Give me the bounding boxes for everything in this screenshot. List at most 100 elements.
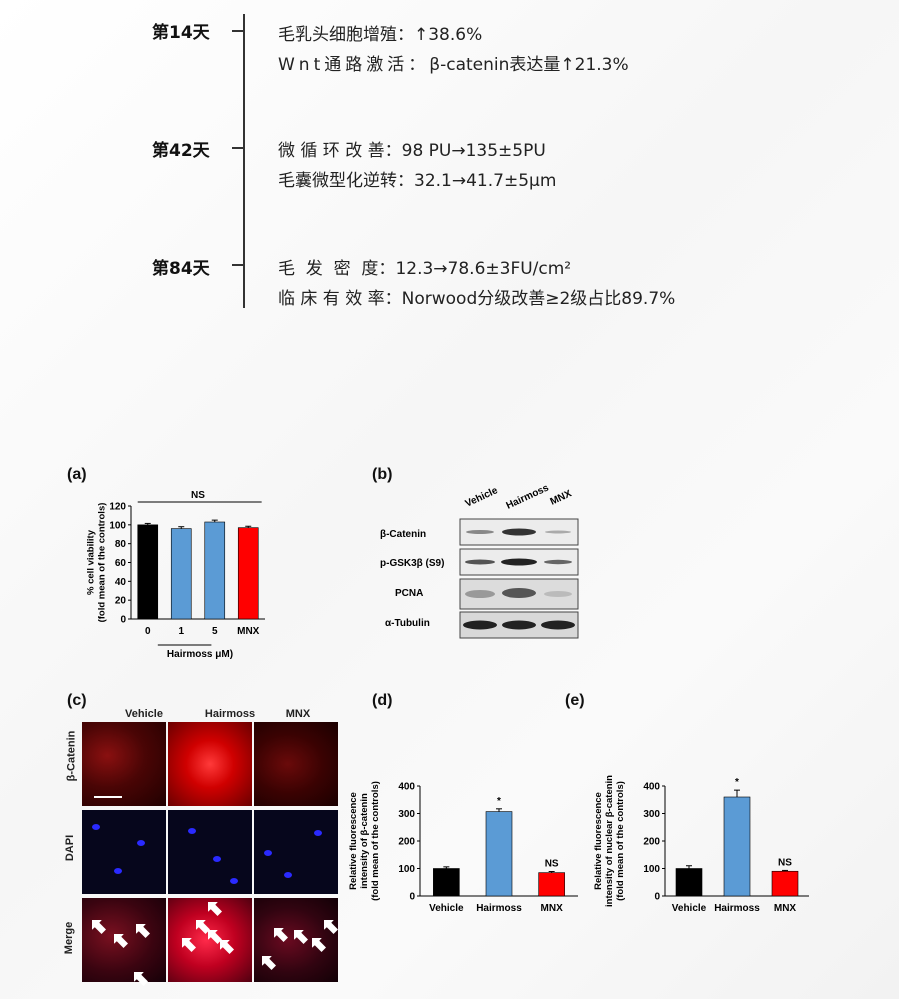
blot-row-b-catenin xyxy=(459,518,579,546)
panel-label-d: (d) xyxy=(372,692,393,709)
x-tick-label: MNX xyxy=(774,903,797,914)
y-tick-label: 80 xyxy=(115,539,127,550)
timeline-item: 临 床 有 效 率：Norwood分级改善≥2级占比89.7% xyxy=(278,284,675,309)
blot-row-pcna xyxy=(459,578,579,610)
bar xyxy=(723,796,751,897)
x-tick-label: 5 xyxy=(212,626,218,637)
bar xyxy=(485,811,513,897)
blot-row-p-gsk3b xyxy=(459,548,579,576)
micro-image-vehicle-merge xyxy=(82,898,166,986)
panel-label-b: (b) xyxy=(372,466,393,483)
timeline-item-label: 微 循 环 改 善： xyxy=(278,141,402,161)
panel-label-c: (c) xyxy=(67,692,87,709)
y-tick-label: 100 xyxy=(109,520,126,531)
ns-label: NS xyxy=(191,490,205,501)
timeline-item-value: ↑38.6% xyxy=(414,25,483,45)
y-axis-title: Relative fluorescenceintensity of β-cate… xyxy=(348,781,381,901)
timeline-item-value: 32.1→41.7±5μm xyxy=(414,171,557,191)
arrow-icon xyxy=(324,920,338,934)
scale-bar xyxy=(94,796,122,798)
blot-row-label: p-GSK3β (S9) xyxy=(380,558,444,569)
bar xyxy=(237,527,259,620)
panel-label-a: (a) xyxy=(67,466,87,483)
lane-label: Hairmoss xyxy=(505,482,551,511)
x-tick-label: Vehicle xyxy=(429,903,464,914)
micro-col-label: MNX xyxy=(285,708,311,720)
timeline-item-value: 12.3→78.6±3FU/cm² xyxy=(395,259,572,279)
arrow-icon xyxy=(196,920,210,934)
timeline-item-label: Wnt通路激活： xyxy=(278,55,430,75)
timeline-day-3: 第84天 xyxy=(152,259,210,279)
micro-row-label: β-Catenin xyxy=(65,730,78,782)
bar xyxy=(538,872,565,897)
x-tick-label: Hairmoss xyxy=(476,903,522,914)
timeline-item: Wnt通路激活：β-catenin表达量↑21.3% xyxy=(278,50,629,75)
significance-label: * xyxy=(735,777,739,788)
blot-row-tubulin xyxy=(459,611,579,639)
bar xyxy=(137,524,159,620)
micro-image-vehicle-catenin xyxy=(82,722,166,806)
timeline-day-2: 第42天 xyxy=(152,141,210,161)
y-tick-label: 0 xyxy=(409,892,415,903)
x-tick-label: MNX xyxy=(541,903,564,914)
y-axis-title: Relative fluorescenceintensity of nuclea… xyxy=(593,775,626,907)
micro-col-label: Hairmoss xyxy=(204,708,256,720)
arrow-icon xyxy=(312,938,326,952)
micro-col-label: Vehicle xyxy=(125,708,163,720)
y-tick-label: 400 xyxy=(643,782,660,793)
timeline-item-value: 98 PU→135±5PU xyxy=(401,141,546,161)
arrow-icon xyxy=(294,930,308,944)
arrow-icon xyxy=(92,920,106,934)
micro-image-hairmoss-dapi xyxy=(168,810,252,894)
x-tick-label: 1 xyxy=(178,626,184,637)
blot-row-label: β-Catenin xyxy=(380,529,426,540)
arrow-icon xyxy=(262,956,276,970)
timeline-tick-2 xyxy=(232,147,243,149)
y-tick-label: 40 xyxy=(115,577,127,588)
timeline-item: 毛囊微型化逆转：32.1→41.7±5μm xyxy=(278,166,556,191)
y-tick-label: 200 xyxy=(398,837,415,848)
micro-image-mnx-dapi xyxy=(254,810,338,894)
y-tick-label: 0 xyxy=(120,615,126,626)
lane-label: Vehicle xyxy=(464,485,500,510)
timeline-tick-1 xyxy=(232,30,243,32)
arrow-icon xyxy=(134,972,148,986)
bar xyxy=(675,868,703,897)
x-axis-title: Hairmoss μM) xyxy=(167,649,233,660)
significance-label: NS xyxy=(545,859,559,870)
timeline-item: 毛 发 密 度：12.3→78.6±3FU/cm² xyxy=(278,254,571,279)
timeline-tick-3 xyxy=(232,264,243,266)
y-tick-label: 400 xyxy=(398,782,415,793)
micro-image-vehicle-dapi xyxy=(82,810,166,894)
arrow-icon xyxy=(274,928,288,942)
timeline-item-label: 毛囊微型化逆转： xyxy=(278,171,414,191)
bar xyxy=(204,521,226,620)
bar xyxy=(170,528,192,620)
bar xyxy=(433,868,460,897)
arrow-icon xyxy=(208,902,222,916)
arrow-icon xyxy=(220,940,234,954)
timeline-item-label: 临 床 有 效 率： xyxy=(278,289,402,309)
significance-label: * xyxy=(497,796,501,807)
y-tick-label: 0 xyxy=(654,892,660,903)
y-axis-title: % cell viability(fold mean of the contro… xyxy=(86,503,108,623)
timeline-item: 毛乳头细胞增殖：↑38.6% xyxy=(278,20,482,45)
arrow-icon xyxy=(182,938,196,952)
micro-row-label: DAPI xyxy=(64,834,77,862)
y-tick-label: 100 xyxy=(398,864,415,875)
y-tick-label: 20 xyxy=(115,596,127,607)
arrow-icon xyxy=(114,934,128,948)
micro-image-hairmoss-merge xyxy=(168,898,252,982)
x-tick-label: 0 xyxy=(145,626,151,637)
timeline-axis xyxy=(243,14,245,308)
y-tick-label: 200 xyxy=(643,837,660,848)
bar xyxy=(771,870,799,897)
y-tick-label: 120 xyxy=(109,502,126,513)
timeline-item-label: 毛乳头细胞增殖： xyxy=(278,25,414,45)
microscopy-panel: Vehicle Hairmoss MNX β-Catenin DAPI Merg… xyxy=(60,700,360,995)
x-tick-label: Vehicle xyxy=(672,903,707,914)
panel-label-e: (e) xyxy=(565,692,585,709)
x-tick-label: Hairmoss xyxy=(714,903,760,914)
